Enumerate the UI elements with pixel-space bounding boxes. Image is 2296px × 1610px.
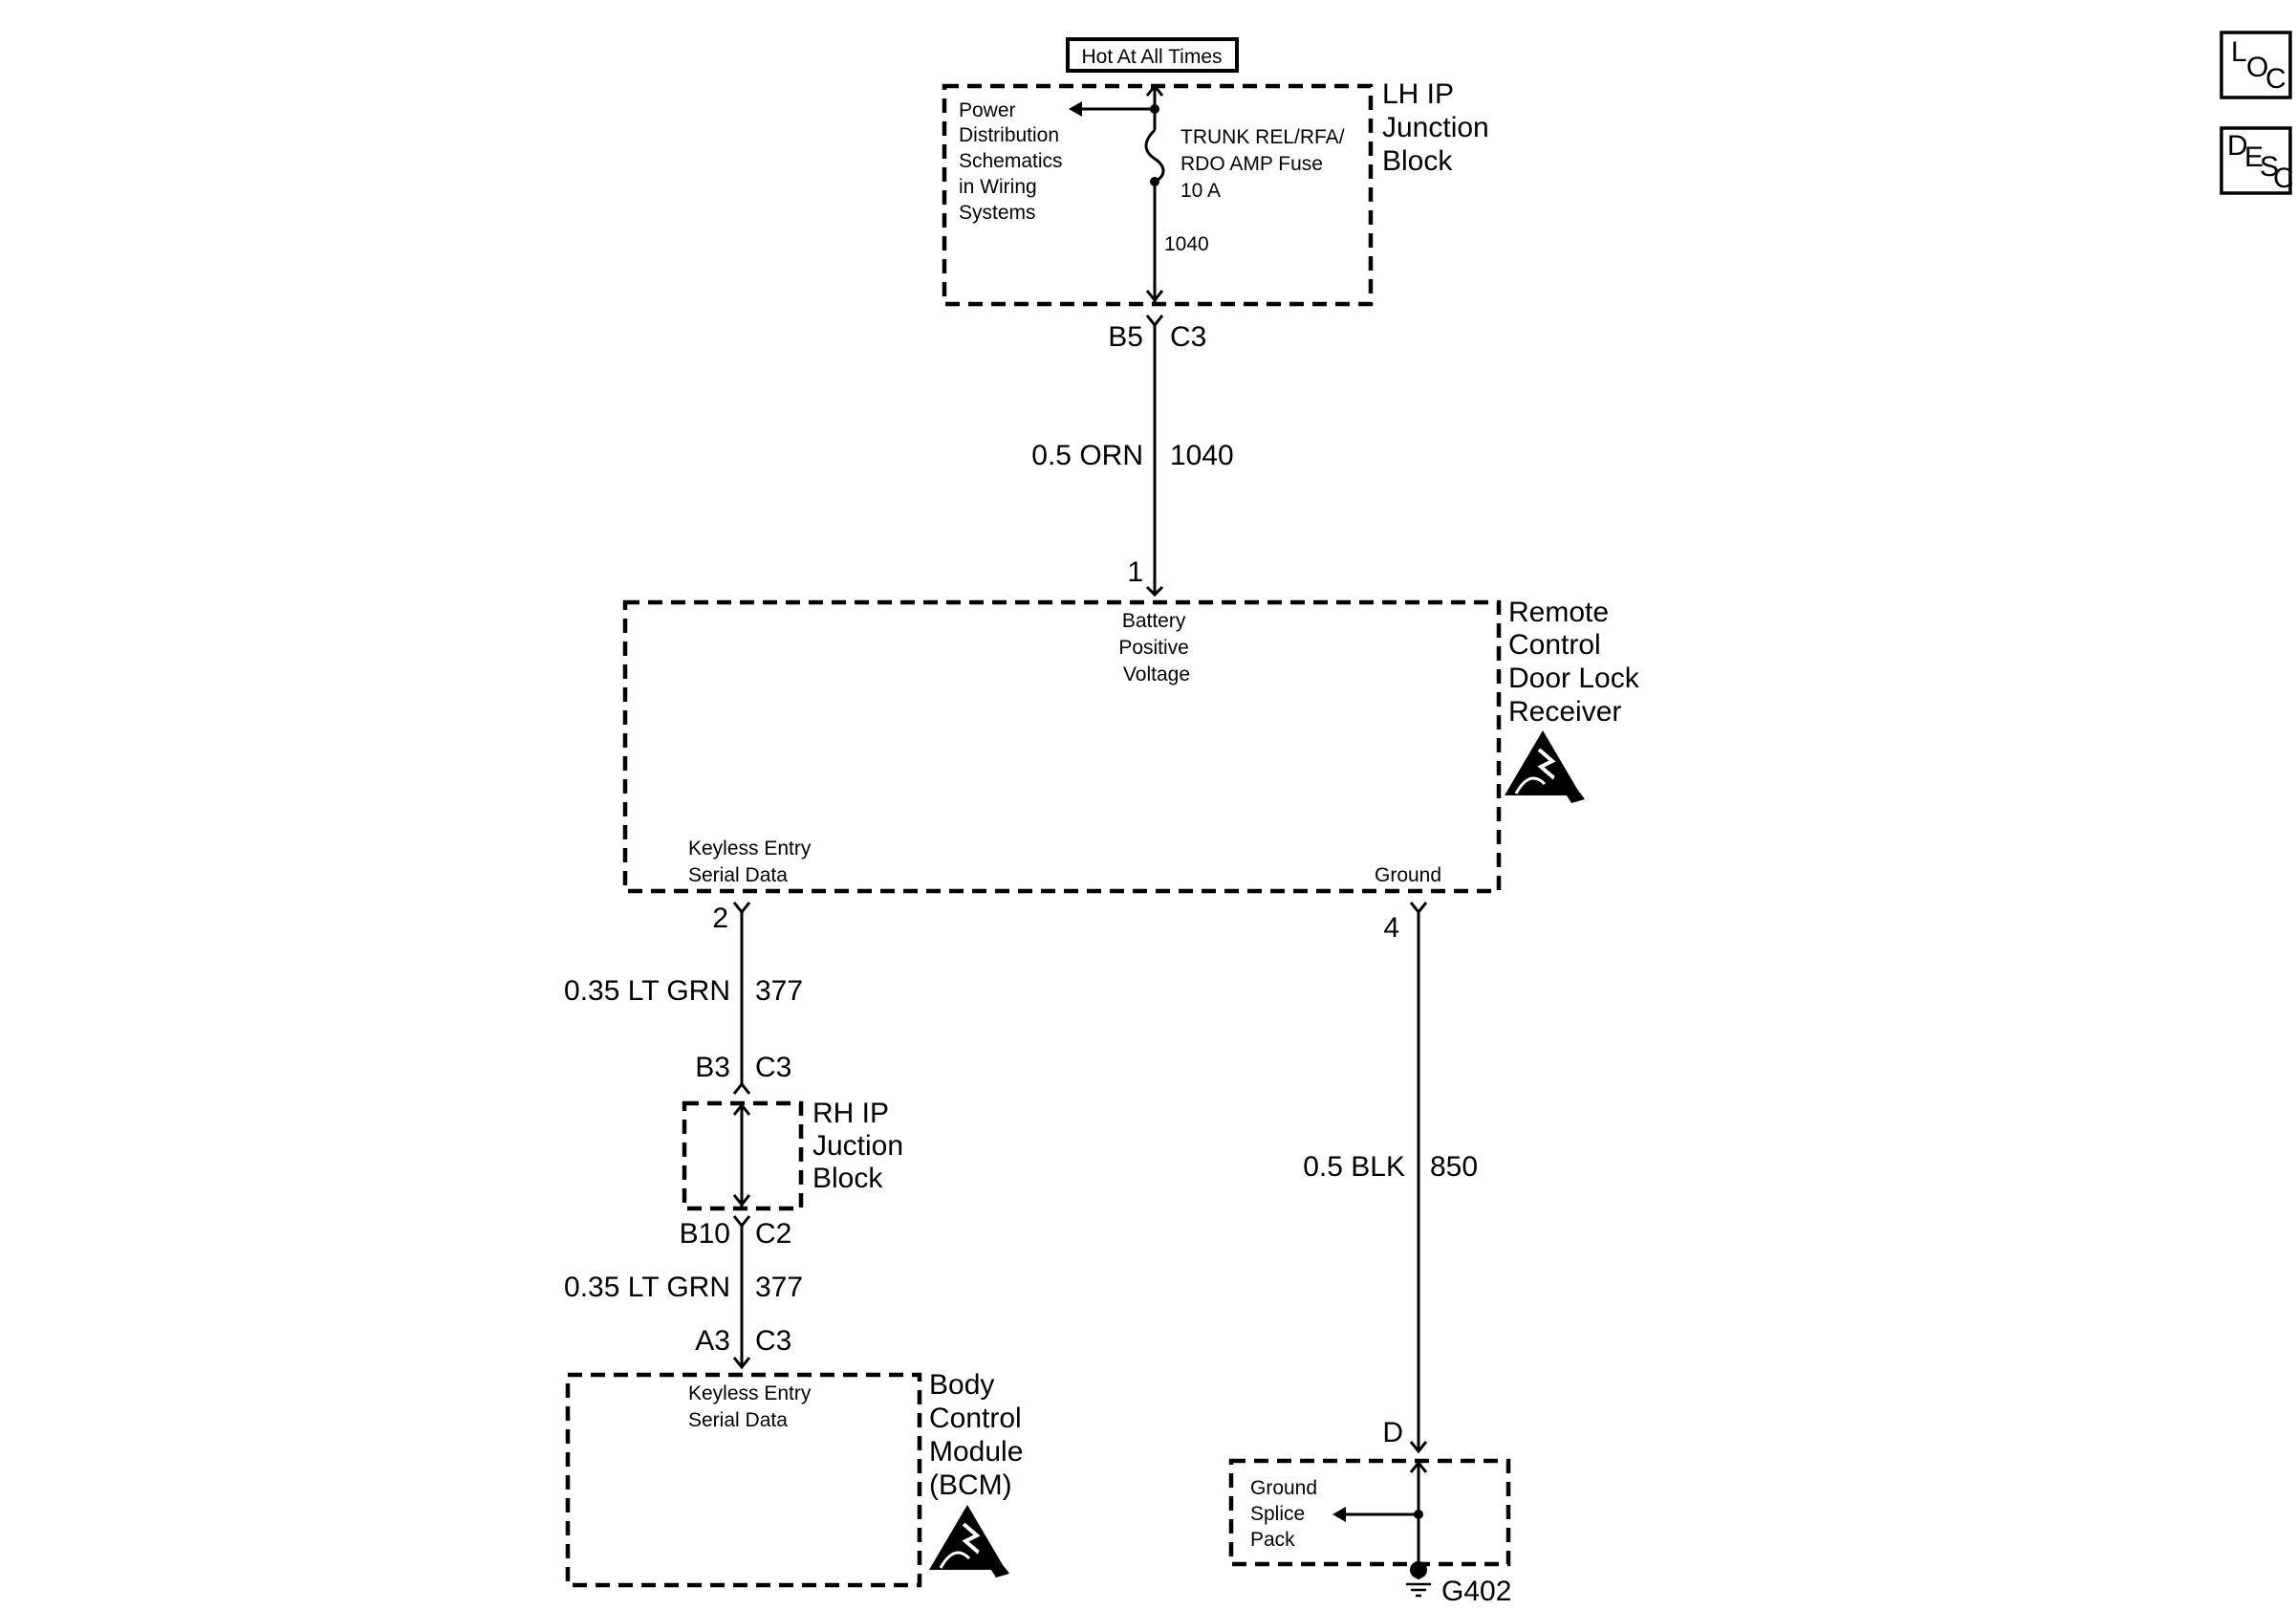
svg-text:Hot At All Times: Hot At All Times <box>1081 46 1222 68</box>
connector-b5-c3: B5 C3 <box>1108 315 1206 353</box>
svg-text:0.35 LT GRN: 0.35 LT GRN <box>564 1272 730 1303</box>
bcm-title: Body Control Module (BCM) <box>929 1369 1031 1501</box>
loc-button[interactable]: L O C <box>2220 31 2292 99</box>
lh-ip-junction-block: LH IP Junction Block Power Distribution … <box>942 78 1497 307</box>
svg-text:0.5 ORN: 0.5 ORN <box>1031 440 1143 471</box>
remote-control-door-lock-receiver: 1 Battery Positive Voltage Keyless Entry… <box>622 556 1647 894</box>
arrow-left-icon <box>1332 1507 1346 1522</box>
rh-ip-title: RH IP Juction Block <box>812 1098 911 1194</box>
svg-text:D: D <box>1382 1417 1403 1448</box>
hot-at-all-times-label: Hot At All Times <box>1066 37 1239 73</box>
receiver-pin-4: 4 <box>1383 912 1399 944</box>
wire-blk-850: 4 0.5 BLK 850 D <box>1303 902 1478 1454</box>
lh-ip-title: LH IP Junction Block <box>1382 78 1497 177</box>
receiver-pin-1: 1 <box>1127 556 1143 588</box>
svg-text:377: 377 <box>755 975 803 1007</box>
svg-text:0.5 BLK: 0.5 BLK <box>1303 1151 1405 1183</box>
svg-text:S: S <box>2260 151 2279 183</box>
svg-text:C: C <box>2265 63 2286 95</box>
svg-text:377: 377 <box>755 1272 803 1303</box>
svg-text:C2: C2 <box>755 1218 791 1250</box>
ground-id-label: G402 <box>1441 1576 1511 1607</box>
svg-text:B10: B10 <box>680 1218 730 1250</box>
esd-sensitive-icon <box>927 1503 1011 1579</box>
svg-text:O: O <box>2246 52 2268 83</box>
esd-sensitive-icon <box>1503 729 1587 805</box>
ground-symbol-icon <box>1406 1582 1431 1598</box>
svg-text:C: C <box>2273 163 2294 194</box>
receiver-serial-data-label: Keyless Entry Serial Data <box>688 838 816 886</box>
svg-text:C3: C3 <box>755 1325 791 1357</box>
svg-text:E: E <box>2244 141 2264 173</box>
desc-button[interactable]: D E S C <box>2220 126 2294 195</box>
svg-text:C3: C3 <box>755 1052 791 1083</box>
svg-text:L: L <box>2231 36 2247 68</box>
ground-splice-pack: Ground Splice Pack G402 <box>1228 1458 1511 1607</box>
svg-text:1040: 1040 <box>1170 440 1234 471</box>
battery-positive-label: Battery Positive Voltage <box>1118 610 1194 685</box>
bcm-serial-data-label: Keyless Entry Serial Data <box>688 1382 816 1431</box>
svg-text:A3: A3 <box>695 1325 730 1357</box>
wire-orn-1040: 0.5 ORN 1040 <box>1031 325 1234 598</box>
wire-lt-grn-377-upper: 2 0.35 LT GRN 377 B3 C3 <box>564 902 803 1095</box>
svg-text:B5: B5 <box>1108 321 1143 353</box>
ground-splice-label: Ground Splice Pack <box>1250 1477 1323 1551</box>
internal-circuit-label: 1040 <box>1164 233 1209 255</box>
fuse-label: TRUNK REL/RFA/ RDO AMP Fuse 10 A <box>1180 126 1350 202</box>
fuse-symbol <box>1069 83 1165 306</box>
wire-lt-grn-377-lower: B10 C2 0.35 LT GRN 377 A3 C3 <box>564 1215 803 1370</box>
svg-text:B3: B3 <box>695 1052 730 1083</box>
svg-text:850: 850 <box>1430 1151 1478 1183</box>
arrow-left-icon <box>1069 101 1082 117</box>
receiver-title: Remote Control Door Lock Receiver <box>1508 597 1647 728</box>
body-control-module: Keyless Entry Serial Data Body Control M… <box>565 1369 1031 1588</box>
receiver-ground-label: Ground <box>1375 864 1441 886</box>
rh-ip-junction-block: RH IP Juction Block <box>682 1098 911 1211</box>
power-distribution-label: Power Distribution Schematics in Wiring … <box>959 99 1068 224</box>
svg-text:0.35 LT GRN: 0.35 LT GRN <box>564 975 730 1007</box>
receiver-pin-2: 2 <box>712 903 728 934</box>
svg-text:D: D <box>2227 130 2248 162</box>
svg-text:C3: C3 <box>1170 321 1206 353</box>
